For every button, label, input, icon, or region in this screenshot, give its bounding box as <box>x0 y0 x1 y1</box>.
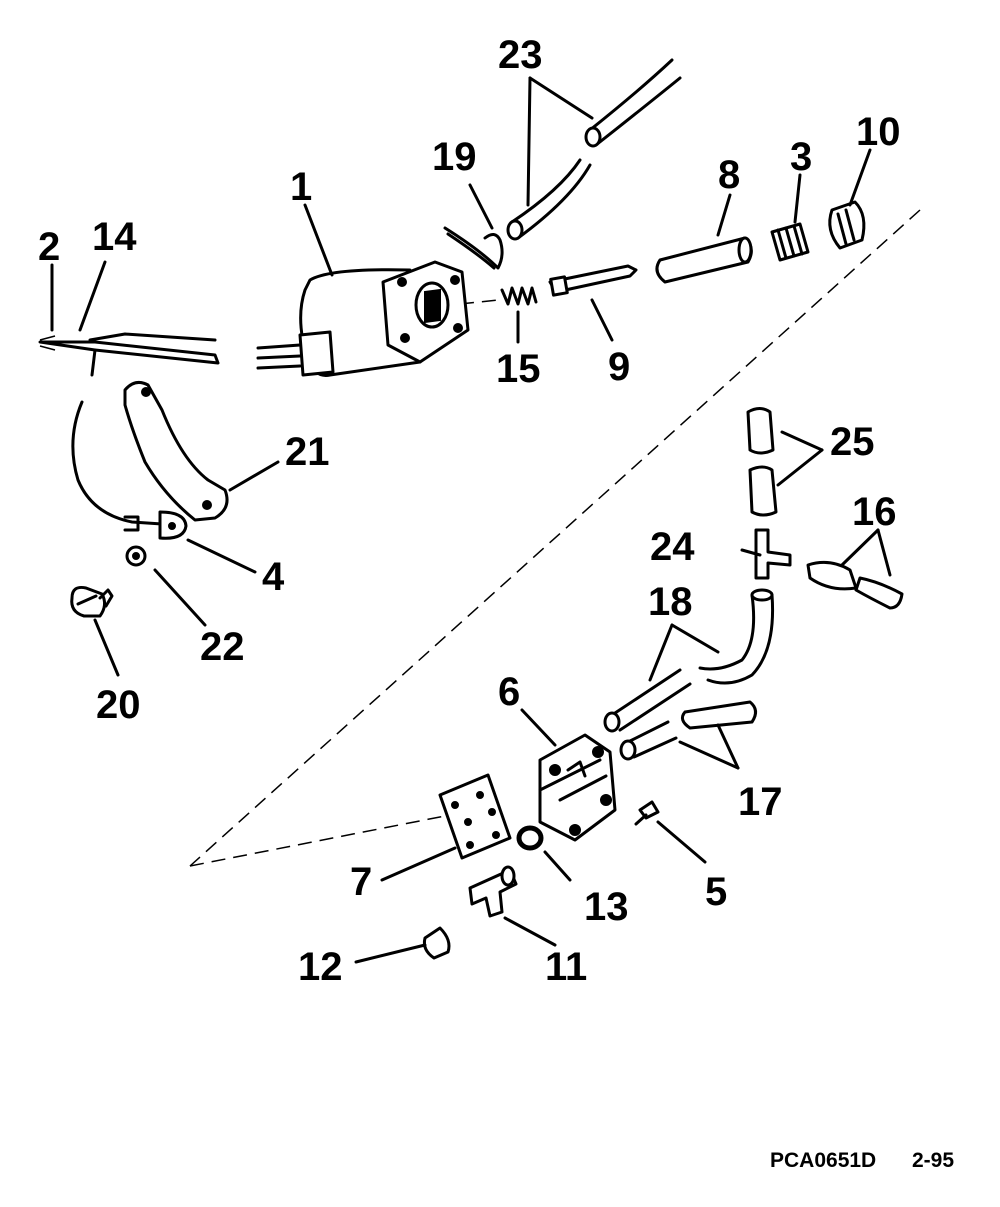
callout-7: 7 <box>350 860 372 904</box>
small-screw-part <box>634 800 660 826</box>
callout-labels: 1 2 3 4 5 6 7 8 9 10 11 12 13 14 15 16 1… <box>38 33 901 989</box>
figure-reference: PCA0651D 2-95 <box>770 1149 954 1172</box>
hose-clamp-part <box>443 226 504 270</box>
callout-4: 4 <box>262 555 285 599</box>
callout-11: 11 <box>545 945 587 989</box>
callout-23: 23 <box>498 33 543 77</box>
fuel-hose-part <box>506 58 682 241</box>
hose-upper-part <box>603 588 775 733</box>
page-number: 2-95 <box>912 1149 954 1172</box>
callout-18: 18 <box>648 580 693 624</box>
spring-part <box>500 286 538 306</box>
hose-pieces-part <box>806 560 904 610</box>
callout-1: 1 <box>290 165 312 209</box>
callout-21: 21 <box>285 430 330 474</box>
fitting-part <box>468 865 518 918</box>
figure-code: PCA0651D <box>770 1149 876 1172</box>
tee-fitting-part <box>754 528 792 580</box>
coil-spring-part <box>770 222 810 262</box>
ground-wire-part <box>71 400 188 540</box>
callout-12: 12 <box>298 945 343 989</box>
callout-6: 6 <box>498 670 520 714</box>
callout-25: 25 <box>830 420 875 464</box>
callout-22: 22 <box>200 625 245 669</box>
callout-2: 2 <box>38 225 60 269</box>
pump-body-part <box>538 733 617 842</box>
callout-24: 24 <box>650 525 695 569</box>
hose-segments-part <box>746 407 778 517</box>
cap-part <box>422 926 451 960</box>
callout-17: 17 <box>738 780 783 824</box>
sleeve-tube-part <box>655 236 753 284</box>
callout-14: 14 <box>92 215 137 259</box>
callout-8: 8 <box>718 153 740 197</box>
lock-washer-part <box>125 545 147 567</box>
callout-15: 15 <box>496 347 541 391</box>
gasket-part <box>438 773 512 860</box>
screw-part <box>70 586 114 618</box>
o-ring-part <box>516 825 544 851</box>
callout-20: 20 <box>96 683 141 727</box>
callout-10: 10 <box>856 110 901 154</box>
leader-lines <box>50 76 892 964</box>
plunger-pin-part <box>548 264 638 297</box>
hose-lower-part <box>619 700 757 761</box>
mounting-bracket-part <box>123 380 229 522</box>
callout-3: 3 <box>790 135 812 179</box>
callout-16: 16 <box>852 490 897 534</box>
callout-13: 13 <box>584 885 629 929</box>
callout-9: 9 <box>608 345 630 389</box>
callout-5: 5 <box>705 870 727 914</box>
fuel-pump-motor-part <box>256 260 470 377</box>
wire-harness-part <box>38 332 220 377</box>
nut-part <box>828 200 866 250</box>
callout-19: 19 <box>432 135 477 179</box>
